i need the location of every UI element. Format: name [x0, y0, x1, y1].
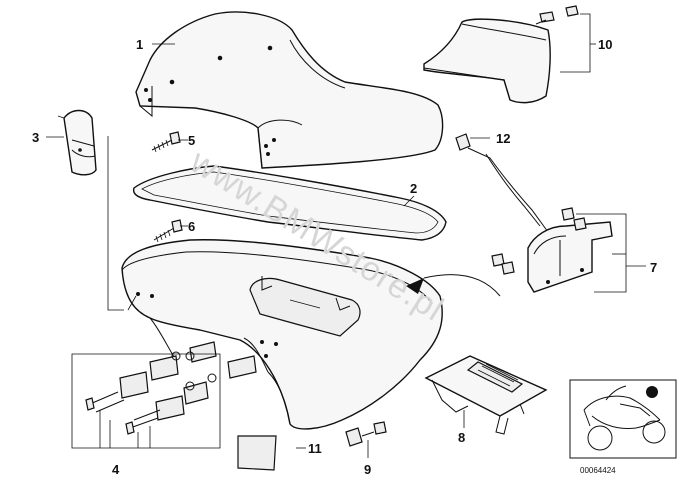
callout-10: 10	[598, 37, 612, 52]
latch	[57, 109, 97, 176]
direction-arrow	[406, 274, 501, 297]
callout-12: 12	[496, 131, 510, 146]
leader-lines	[46, 13, 646, 458]
wiring-connector	[424, 355, 548, 435]
location-thumbnail	[569, 379, 677, 459]
screw-6	[153, 219, 183, 243]
callout-5: 5	[188, 133, 195, 148]
callout-4: 4	[112, 462, 120, 477]
callout-7: 7	[650, 260, 657, 275]
foam-pad	[237, 435, 277, 471]
callout-8: 8	[458, 430, 465, 445]
top-case-lid	[135, 11, 444, 169]
callout-11: 11	[308, 441, 322, 456]
callout-3: 3	[32, 130, 39, 145]
location-marker	[646, 386, 658, 398]
callout-6: 6	[188, 219, 195, 234]
light-assembly	[455, 133, 613, 293]
motorcycle-icon	[583, 385, 666, 451]
callouts: 1 2 3 4 5 6 7 8 9 10 11 12	[32, 37, 657, 477]
case-body	[121, 239, 443, 430]
bolts-9	[345, 421, 387, 447]
callout-2: 2	[410, 181, 417, 196]
screw-5	[151, 131, 181, 153]
callout-9: 9	[364, 462, 371, 477]
callout-1: 1	[136, 37, 143, 52]
hinge-set	[85, 341, 257, 435]
gasket	[132, 165, 447, 241]
reference-number: 00064424	[580, 466, 616, 475]
backrest-pad	[423, 5, 579, 104]
